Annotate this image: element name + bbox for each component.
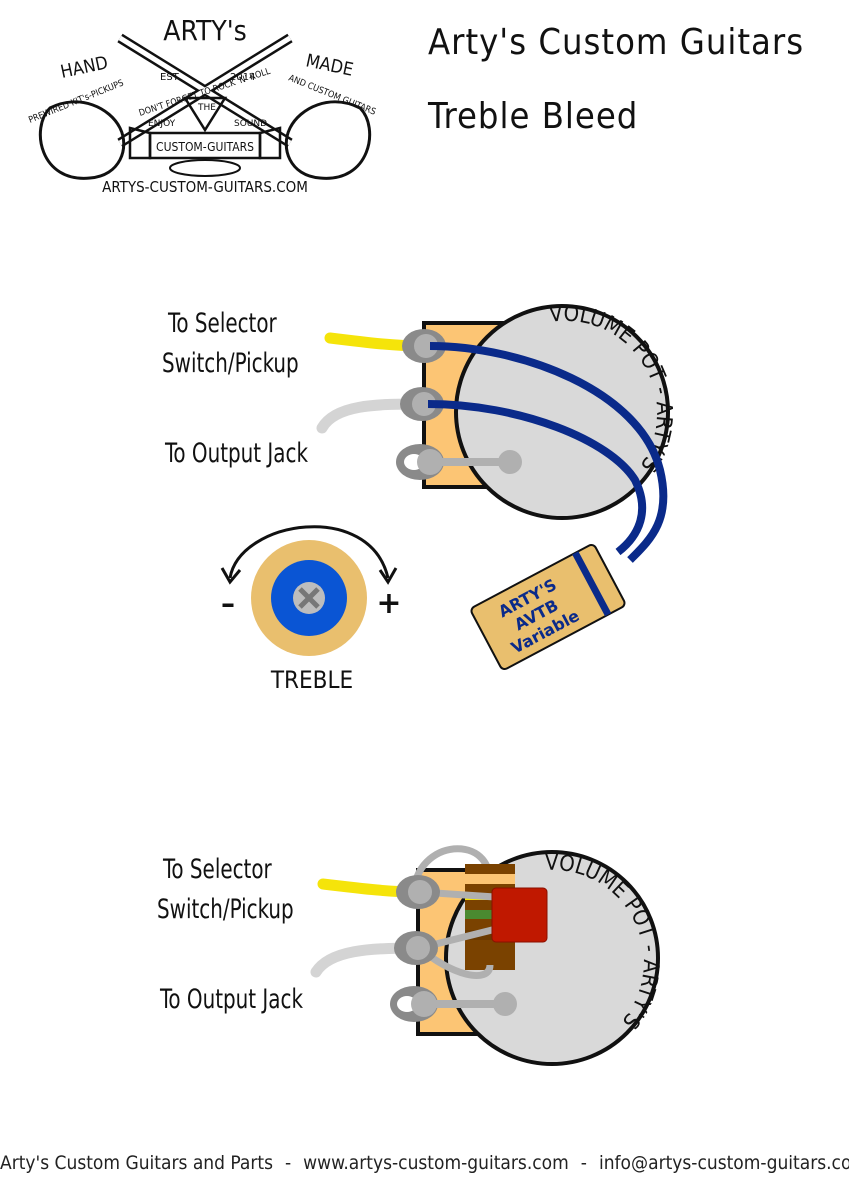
rotation-arc-icon bbox=[228, 525, 390, 579]
label-to-selector-line1-bottom: To Selector bbox=[163, 854, 272, 885]
brand-logo: ARTY's HAND MADE EST 2014 PREWIRED KIT's… bbox=[27, 14, 377, 196]
treble-knob[interactable] bbox=[251, 540, 367, 656]
logo-ribbon: CUSTOM-GUITARS bbox=[156, 140, 254, 154]
footer-separator: - bbox=[284, 1152, 292, 1174]
logo-the: THE bbox=[197, 103, 216, 113]
logo-arc-left: PREWIRED KIT's-PICKUPS bbox=[27, 78, 125, 125]
treble-bleed-fixed-diagram: VOLUME POT - ARTY'S bbox=[310, 845, 663, 1066]
label-to-selector-line2: Switch/Pickup bbox=[162, 348, 299, 379]
avtb-module: ARTY'S AVTB Variable bbox=[470, 543, 626, 671]
logo-url: ARTYS-CUSTOM-GUITARS.COM bbox=[102, 178, 308, 196]
lug-2 bbox=[394, 931, 438, 965]
treble-bleed-variable-diagram: VOLUME POT - ARTY'S ARTY'S AVTB Variable bbox=[220, 301, 676, 694]
label-to-output-jack: To Output Jack bbox=[165, 438, 308, 469]
arrow-left-icon bbox=[220, 567, 242, 585]
label-to-output-jack-bottom: To Output Jack bbox=[160, 984, 303, 1015]
blue-lead-2 bbox=[427, 400, 647, 556]
footer-separator: - bbox=[580, 1152, 587, 1174]
footer: Arty's Custom Guitars and Parts-www.arty… bbox=[0, 1152, 849, 1174]
capacitor bbox=[491, 887, 548, 943]
minus-sign: – bbox=[221, 587, 235, 620]
footer-company: Arty's Custom Guitars and Parts bbox=[0, 1152, 273, 1174]
label-to-selector-line1: To Selector bbox=[168, 308, 277, 339]
lug-3 bbox=[390, 986, 517, 1022]
page-title: Arty's Custom Guitars bbox=[428, 22, 805, 63]
lug-3 bbox=[396, 444, 522, 480]
logo-made: MADE bbox=[304, 50, 355, 80]
logo-enjoy: ENJOY bbox=[148, 119, 176, 129]
footer-email-link[interactable]: info@artys-custom-guitars.com bbox=[598, 1152, 849, 1174]
logo-arc-right: AND CUSTOM GUITARS bbox=[287, 74, 377, 118]
lug-1 bbox=[402, 329, 446, 363]
label-to-selector-line2-bottom: Switch/Pickup bbox=[157, 894, 294, 925]
blue-lead-1 bbox=[429, 342, 668, 563]
lug-2 bbox=[400, 387, 444, 421]
logo-sound: SOUND bbox=[234, 119, 267, 129]
logo-year: 2014 bbox=[230, 72, 255, 83]
page-subtitle: Treble Bleed bbox=[428, 96, 639, 137]
footer-website-link[interactable]: www.artys-custom-guitars.com bbox=[303, 1152, 569, 1174]
plus-sign: + bbox=[376, 586, 401, 621]
logo-est: EST bbox=[160, 72, 180, 83]
treble-label: TREBLE bbox=[270, 666, 353, 694]
logo-hand: HAND bbox=[59, 52, 110, 82]
arrow-right-icon bbox=[378, 567, 398, 585]
lug-1 bbox=[396, 875, 440, 909]
logo-brand: ARTY's bbox=[163, 14, 247, 47]
